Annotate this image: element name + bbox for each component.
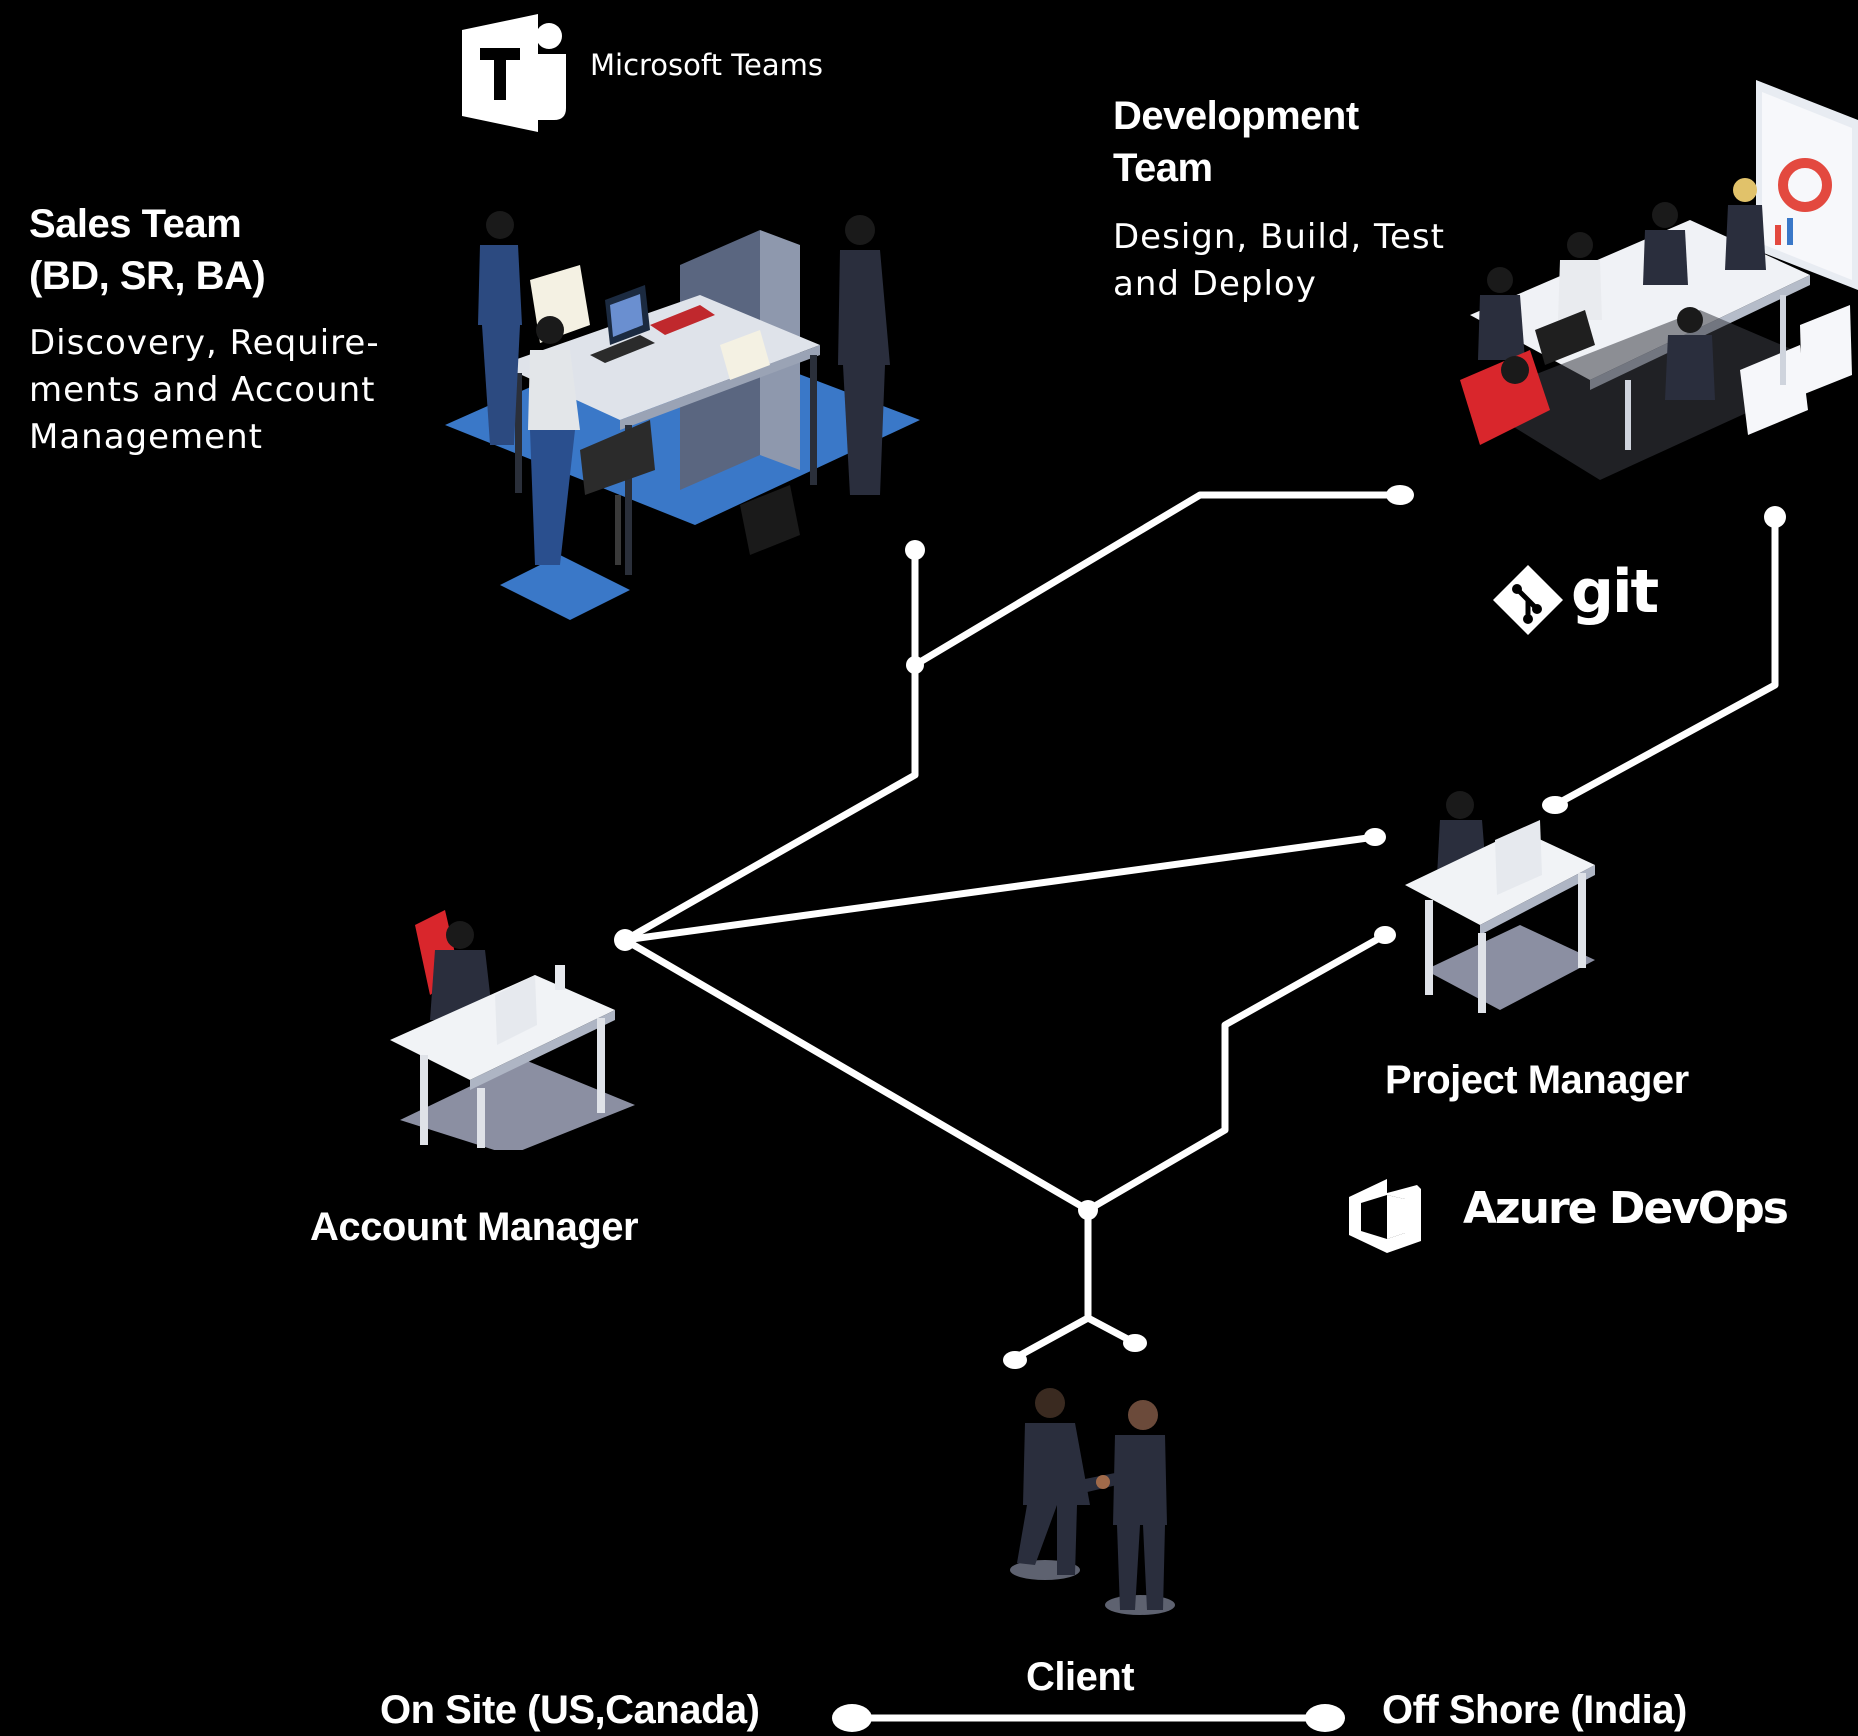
client-illustration [1010, 1388, 1175, 1615]
sales-title-line1: Sales Team [29, 202, 242, 246]
dev-title-line2: Team [1113, 146, 1213, 190]
offshore-label: Off Shore (India) [1382, 1688, 1687, 1732]
node-pm-2 [1374, 926, 1396, 944]
line-sales-branch [621, 546, 919, 944]
line-am-client [621, 936, 1092, 1214]
node-offshore [1305, 1704, 1345, 1732]
dev-title-line1: Development [1113, 94, 1359, 138]
dev-desc-line1: Design, Build, Test [1113, 217, 1445, 257]
node-onsite [832, 1704, 872, 1732]
git-icon [1493, 565, 1563, 635]
node-sales [905, 540, 925, 560]
git-logo: git [1493, 557, 1659, 640]
client-label: Client [1026, 1655, 1135, 1699]
node-account-manager [614, 929, 636, 951]
node-junction-client [1078, 1200, 1098, 1220]
git-logo-text: git [1571, 557, 1659, 627]
account-manager-label: Account Manager [310, 1205, 639, 1249]
line-dev-branch [911, 491, 1404, 669]
node-junction-top [906, 656, 924, 674]
project-manager-illustration [1405, 791, 1595, 1013]
sales-office-illustration [445, 211, 920, 620]
dev-desc-line2: and Deploy [1113, 264, 1317, 304]
sales-team-block: Sales Team (BD, SR, BA) Discovery, Requi… [29, 198, 380, 461]
azure-devops-icon [1349, 1179, 1421, 1253]
development-team-illustration [1460, 80, 1858, 480]
sales-title-line2: (BD, SR, BA) [29, 254, 266, 298]
teams-logo-text: Microsoft Teams [590, 48, 823, 82]
sales-desc-line2: ments and Account [29, 370, 376, 410]
line-pm-client [1084, 931, 1389, 1214]
azure-devops-logo: Azure DevOps [1343, 1175, 1789, 1260]
account-manager-illustration [390, 910, 635, 1150]
teams-icon [462, 14, 566, 132]
sales-desc-line1: Discovery, Require- [29, 323, 380, 363]
development-team-block: Development Team Design, Build, Test and… [1113, 90, 1445, 308]
azure-devops-text: Azure DevOps [1463, 1183, 1789, 1234]
node-pm-top [1542, 796, 1568, 814]
node-client-right [1123, 1334, 1147, 1352]
sales-desc-line3: Management [29, 417, 263, 457]
node-dev-left [1386, 485, 1414, 505]
onsite-label: On Site (US,Canada) [380, 1688, 760, 1732]
node-pm-1 [1364, 828, 1386, 846]
line-dev-pm [1551, 516, 1779, 809]
line-client-fork [1011, 1314, 1139, 1362]
node-client-left [1003, 1351, 1027, 1369]
teams-logo: Microsoft Teams [462, 8, 823, 138]
project-manager-label: Project Manager [1385, 1058, 1689, 1102]
node-dev-right [1764, 506, 1786, 528]
line-am-pm [621, 833, 1379, 944]
